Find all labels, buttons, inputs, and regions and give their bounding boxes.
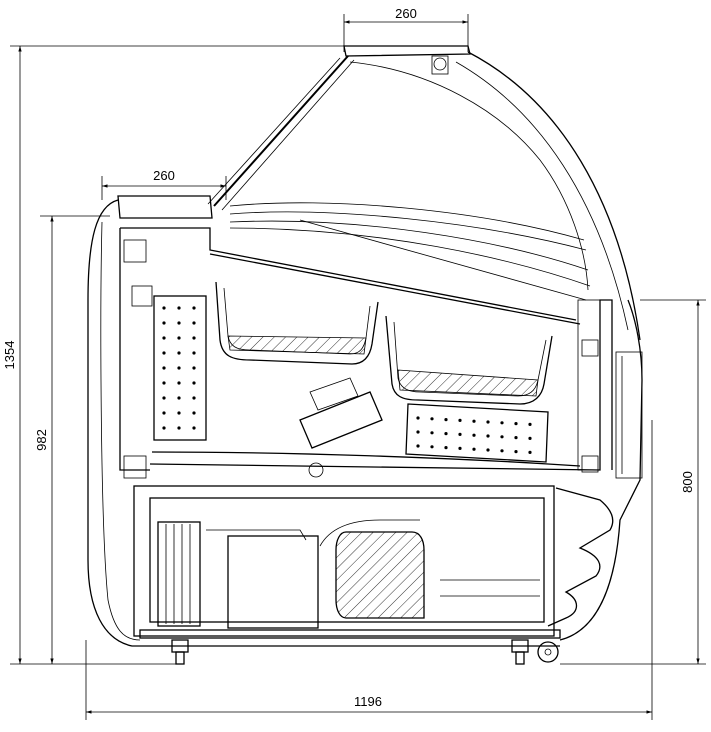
fin-dot [192,396,196,400]
fin-dot [162,366,166,370]
dim-total-height-label: 1354 [2,341,17,370]
fin-dot [500,421,504,425]
product-pan-left [215,281,379,365]
fin-dot [430,445,434,449]
fin-dot [430,417,434,421]
evaporator-right-fins [416,416,532,454]
corner-brackets [123,239,599,479]
fin-dot [177,411,181,415]
cabinet-outline [87,195,643,647]
dimension-front-height: 800 [560,299,706,665]
evaporator-left-fins [162,306,196,430]
feet [171,639,559,665]
fin-dot [192,426,196,430]
fin-dot [458,446,462,450]
fin-dot [192,351,196,355]
dim-front-height-label: 800 [680,471,695,493]
fin-dot [162,381,166,385]
display-well [119,227,613,471]
fin-dot [458,418,462,422]
glass-canopy [207,45,641,341]
dim-shelf-width-label: 260 [153,168,175,183]
compressor [335,531,425,619]
fin-dot [192,336,196,340]
fin-dot [177,336,181,340]
dim-counter-height-label: 982 [34,429,49,451]
fin-dot [472,447,476,451]
fin-dot [192,366,196,370]
control-box [227,535,319,629]
fin-dot [416,444,420,448]
fin-dot [162,396,166,400]
fin-dot [514,450,518,454]
fin-dot [192,306,196,310]
dimension-counter-height: 982 [34,215,110,664]
dimension-top-width: 260 [343,6,469,52]
dimension-total-height: 1354 [2,45,350,665]
fin-dot [528,450,532,454]
evaporator-right [405,403,549,463]
fin-dot [192,411,196,415]
fin-dot [162,426,166,430]
fin-dot [177,381,181,385]
fin-dot [514,422,518,426]
fin-dot [430,431,434,435]
fin-dot [444,446,448,450]
fin-dot [444,418,448,422]
dim-top-width-label: 260 [395,6,417,21]
fin-dot [192,381,196,385]
condenser [157,521,201,627]
fin-dot [444,432,448,436]
evaporator-left [153,295,207,441]
fin-dot [192,321,196,325]
fin-dot [528,422,532,426]
fin-dot [486,420,490,424]
dimension-shelf-width: 260 [101,168,227,200]
front-bumper [547,351,643,627]
fin-dot [486,434,490,438]
fin-dot [472,433,476,437]
fin-dot [514,436,518,440]
fin-dot [416,430,420,434]
fin-dot [177,351,181,355]
fin-dot [177,321,181,325]
fin-dot [528,436,532,440]
fin-dot [472,419,476,423]
product-pan-right [385,315,553,405]
fin-dot [162,321,166,325]
fin-dot [162,306,166,310]
fin-dot [177,306,181,310]
fin-dot [177,426,181,430]
fin-dot [177,366,181,370]
fin-dot [162,336,166,340]
fin-dot [458,432,462,436]
machine-compartment [133,485,561,639]
fin-dot [500,449,504,453]
dimension-total-depth: 1196 [85,420,653,720]
fin-dot [500,435,504,439]
fin-dot [162,351,166,355]
fan-unit [299,377,383,478]
fin-dot [416,416,420,420]
fin-dot [162,411,166,415]
fin-dot [486,448,490,452]
castor-wheel [537,641,559,663]
dim-total-depth-label: 1196 [354,694,382,709]
fin-dot [177,396,181,400]
glass-panels [229,202,591,301]
